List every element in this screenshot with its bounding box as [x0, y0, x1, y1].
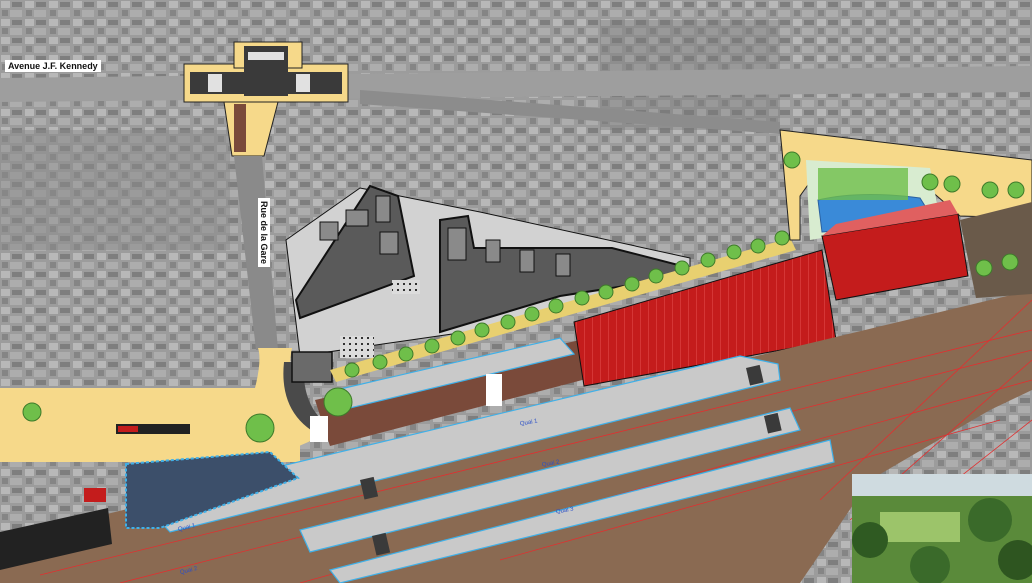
platform-shelter [372, 532, 391, 556]
pavilion [291, 351, 333, 383]
platform-shelter [764, 412, 782, 434]
station-hall [822, 200, 958, 236]
parking-cluster [392, 280, 420, 294]
access-road [0, 508, 112, 570]
red-feature [84, 488, 106, 502]
crosswalk [310, 416, 328, 442]
inset-photo-meadow [880, 512, 960, 542]
rue-de-la-gare-road [234, 156, 278, 350]
bus-stop [116, 424, 190, 434]
bus-stop-marker [118, 426, 138, 432]
bike-lane [234, 104, 246, 152]
park-lawn [818, 168, 908, 200]
crosswalk [208, 74, 222, 92]
platform-quai-3 [328, 439, 835, 583]
platform-shelter [359, 476, 379, 500]
crosswalk [486, 374, 502, 406]
street-label-gare: Rue de la Gare [258, 198, 270, 268]
street-label-kennedy: Avenue J.F. Kennedy [5, 60, 101, 72]
platform-quai-1 [138, 355, 781, 533]
inset-photo-sky [852, 474, 1032, 496]
inset-photo-tree [998, 540, 1032, 580]
avenue-kennedy-road [360, 90, 780, 134]
retention-basin [125, 450, 300, 529]
platform-shelter [746, 364, 764, 386]
inset-photo-tree [910, 546, 950, 583]
crosswalk [296, 74, 310, 92]
trees [22, 151, 1025, 443]
crosswalk [248, 52, 284, 60]
platform-quai-2 [299, 407, 801, 553]
inset-photo-tree [968, 498, 1012, 542]
building-block-west [294, 184, 416, 320]
aerial-vegetation [0, 130, 230, 250]
inset-photo-tree [852, 522, 888, 558]
parking-cluster [340, 336, 374, 358]
